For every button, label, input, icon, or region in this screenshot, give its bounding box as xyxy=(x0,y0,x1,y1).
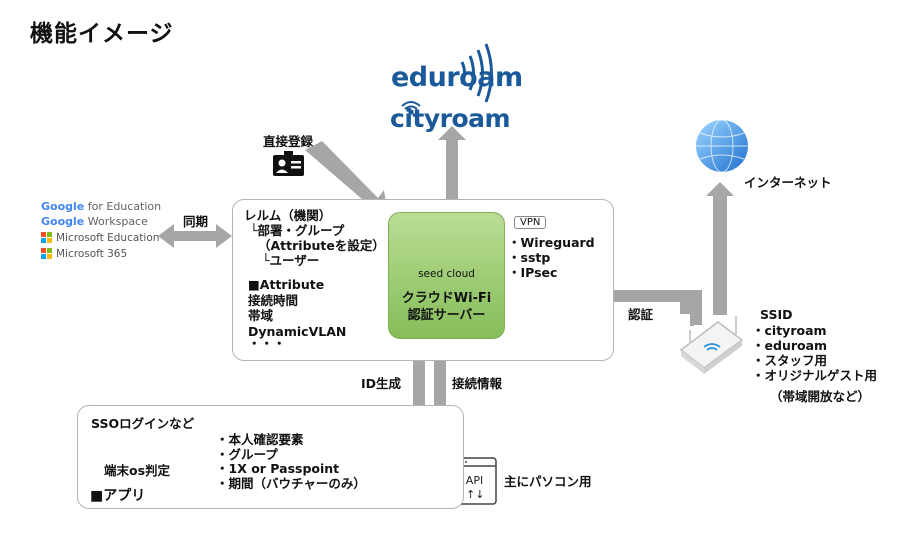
internet-label: インターネット xyxy=(744,175,832,190)
id-generation-label: ID生成 xyxy=(361,376,402,391)
eduroam-logo: eduroam xyxy=(391,62,523,93)
arrow-sync xyxy=(158,224,232,248)
direct-registration-label: 直接登録 xyxy=(263,134,314,149)
attribute-header: ■Attribute xyxy=(248,277,325,292)
google-education-logo: Google for Education xyxy=(41,200,161,213)
ssid-item: eduroam xyxy=(752,338,877,353)
app-requirement-item: グループ xyxy=(216,447,366,463)
center-title-line2: 認証サーバー xyxy=(407,308,486,323)
cloud-auth-server xyxy=(388,212,505,339)
cityroam-logo: cityroam xyxy=(390,104,511,133)
realm-tree: レルム（機関） └部署・グループ （Attributeを設定） └ユーザー xyxy=(244,208,385,268)
realm-line: （Attributeを設定） xyxy=(258,238,385,253)
microsoft-logo-icon xyxy=(41,232,52,243)
attribute-item: 接続時間 xyxy=(248,292,299,308)
ssid-item: cityroam xyxy=(752,323,877,338)
globe-icon xyxy=(696,119,748,173)
sync-label: 同期 xyxy=(183,214,209,229)
app-requirement-item: 期間（バウチャーのみ） xyxy=(216,476,366,492)
vpn-item: Wireguard xyxy=(508,235,595,250)
attribute-item: 帯域 xyxy=(248,308,274,323)
app-footer-label: ■アプリ xyxy=(90,488,146,504)
os-check-label: 端末os判定 xyxy=(104,463,171,478)
eduroam-signal-icon xyxy=(460,43,493,103)
sdk-label: SDK xyxy=(411,442,437,455)
for-pc-label: 主にパソコン用 xyxy=(504,474,592,489)
vpn-item: IPsec xyxy=(508,265,595,280)
vpn-tag: VPN xyxy=(514,216,547,229)
google-workspace-suffix: Workspace xyxy=(84,215,148,228)
realm-line: └部署・グループ xyxy=(250,223,345,238)
google-workspace-logo: Google Workspace xyxy=(41,215,148,228)
ssid-header: SSID xyxy=(760,307,793,322)
microsoft-365-logo: Microsoft 365 xyxy=(56,248,128,260)
page-title: 機能イメージ xyxy=(30,21,174,47)
app-requirements-list: 本人確認要素 グループ 1X or Passpoint 期間（バウチャーのみ） xyxy=(216,432,366,492)
id-card-icon xyxy=(273,151,304,176)
ssid-note: （帯域開放など） xyxy=(770,389,871,404)
auth-label: 認証 xyxy=(628,307,654,322)
router-icon xyxy=(679,316,744,374)
sso-label: SSOログインなど xyxy=(91,416,195,431)
app-requirement-item: 1X or Passpoint xyxy=(216,461,366,477)
google-wordmark: Google xyxy=(41,200,85,213)
arrow-internet xyxy=(706,182,734,315)
arrow-roaming xyxy=(438,126,466,213)
realm-line: └ユーザー xyxy=(262,253,320,268)
connection-info-label: 接続情報 xyxy=(452,376,503,391)
attribute-list: ■Attribute 接続時間 帯域 DynamicVLAN ・・・ xyxy=(248,277,347,351)
seed-cloud-text: seed cloud xyxy=(418,268,475,280)
center-title-line1: クラウドWi-Fi xyxy=(401,291,492,306)
attribute-item: DynamicVLAN xyxy=(248,323,347,339)
google-education-suffix: for Education xyxy=(84,200,162,213)
google-wordmark: Google xyxy=(41,215,85,228)
vpn-list: Wireguard sstp IPsec xyxy=(508,235,595,280)
microsoft-education-logo: Microsoft Education xyxy=(56,232,160,244)
cityroam-wifi-icon xyxy=(401,101,421,115)
vpn-item: sstp xyxy=(508,250,595,265)
microsoft-365-logo-icon xyxy=(41,248,52,259)
attribute-item: ・・・ xyxy=(248,336,286,351)
api-label: API xyxy=(465,474,484,487)
api-arrows-icon: ↑↓ xyxy=(466,488,485,501)
ssid-item: オリジナルゲスト用 xyxy=(752,368,878,383)
app-requirement-item: 本人確認要素 xyxy=(216,432,366,448)
realm-line: レルム（機関） xyxy=(244,208,332,223)
arrow-direct-registration xyxy=(305,141,388,216)
ssid-list: cityroam eduroam スタッフ用 オリジナルゲスト用 xyxy=(752,323,878,383)
ssid-item: スタッフ用 xyxy=(752,353,877,368)
